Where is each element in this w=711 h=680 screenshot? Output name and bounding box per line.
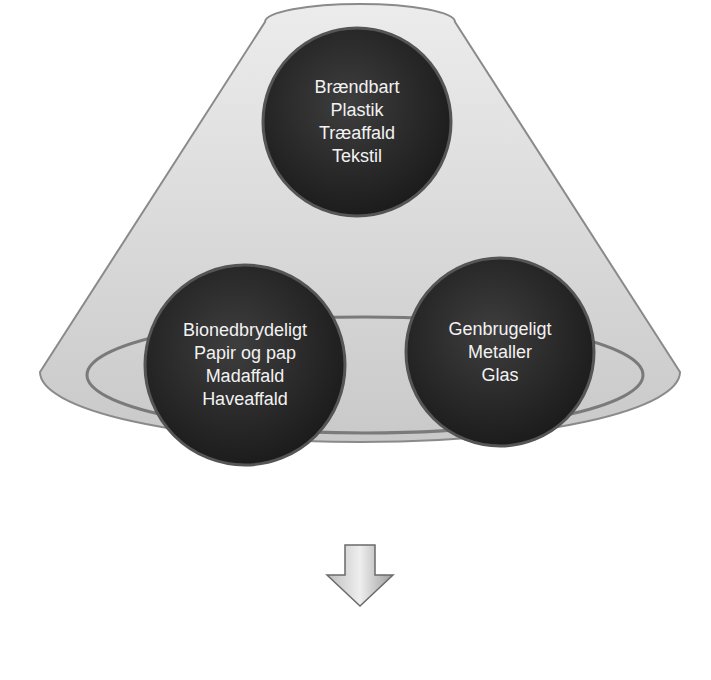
circle-shape (143, 263, 347, 467)
category-item: Træaffald (314, 122, 399, 145)
circle-shape (261, 26, 453, 218)
category-item: Plastik (314, 99, 399, 122)
category-item: Madaffald (183, 365, 307, 388)
category-circle: GenbrugeligtMetallerGlas (404, 256, 596, 448)
category-heading: Bionedbrydeligt (183, 319, 307, 342)
circle-text: GenbrugeligtMetallerGlas (448, 318, 551, 387)
circle-text: BrændbartPlastikTræaffaldTekstil (314, 76, 399, 168)
category-item: Papir og pap (183, 342, 307, 365)
category-heading: Brændbart (314, 76, 399, 99)
circle-text: BionedbrydeligtPapir og papMadaffaldHave… (183, 319, 307, 411)
category-item: Metaller (448, 341, 551, 364)
category-item: Tekstil (314, 145, 399, 168)
category-heading: Genbrugeligt (448, 318, 551, 341)
category-circle: BionedbrydeligtPapir og papMadaffaldHave… (143, 263, 347, 467)
category-item: Glas (448, 364, 551, 387)
down-arrow (327, 545, 393, 606)
category-circle: BrændbartPlastikTræaffaldTekstil (261, 26, 453, 218)
category-item: Haveaffald (183, 388, 307, 411)
